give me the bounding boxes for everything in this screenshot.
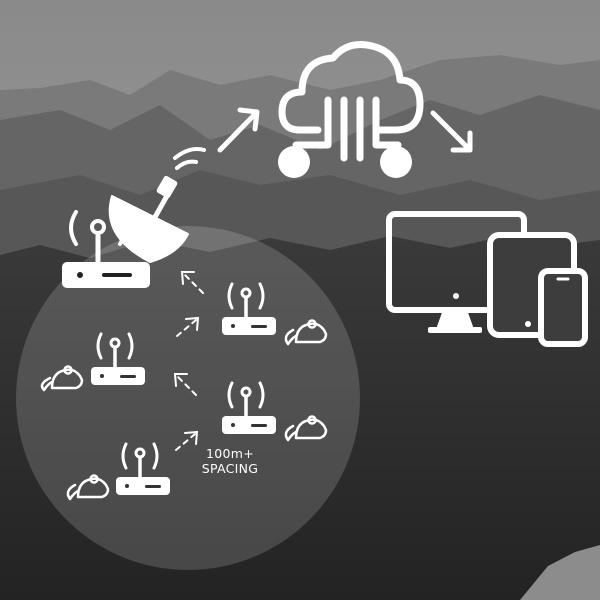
dashed-arrow-3 (173, 373, 197, 396)
rock-outcrop (520, 545, 600, 600)
sensor-node-1 (222, 282, 276, 335)
sensor-node-4 (116, 442, 170, 495)
arrow-icon (217, 107, 473, 153)
dashed-arrow-2 (176, 316, 200, 337)
dashed-arrow-1 (180, 271, 204, 294)
arrow-cloud-to-devices-head (450, 130, 473, 153)
spacing-label-line1: 100m+ (205, 446, 254, 461)
dashed-arrow-4 (175, 430, 199, 451)
arrow-cloud-to-devices (430, 110, 473, 153)
arrow-gateway-to-cloud-head (237, 107, 260, 132)
spacing-label: 100m+ SPACING (185, 446, 275, 476)
dashed-connection-arrows (173, 271, 204, 451)
cloud-network-icon (278, 41, 424, 178)
arrow-gateway-to-cloud (217, 109, 260, 153)
mouse-2 (40, 365, 84, 392)
mouse-3 (284, 415, 328, 442)
sensor-node-3 (222, 381, 276, 434)
smartphone-icon (538, 268, 588, 347)
mouse-icon (40, 319, 328, 501)
satellite-dish-gateway-icon (62, 147, 206, 288)
mouse-4 (66, 474, 110, 501)
mouse-1 (284, 319, 328, 346)
spacing-label-line2: SPACING (201, 461, 259, 476)
coverage-zone (16, 226, 360, 570)
sensor-node-icon (91, 282, 276, 495)
sensor-node-2 (91, 332, 145, 385)
